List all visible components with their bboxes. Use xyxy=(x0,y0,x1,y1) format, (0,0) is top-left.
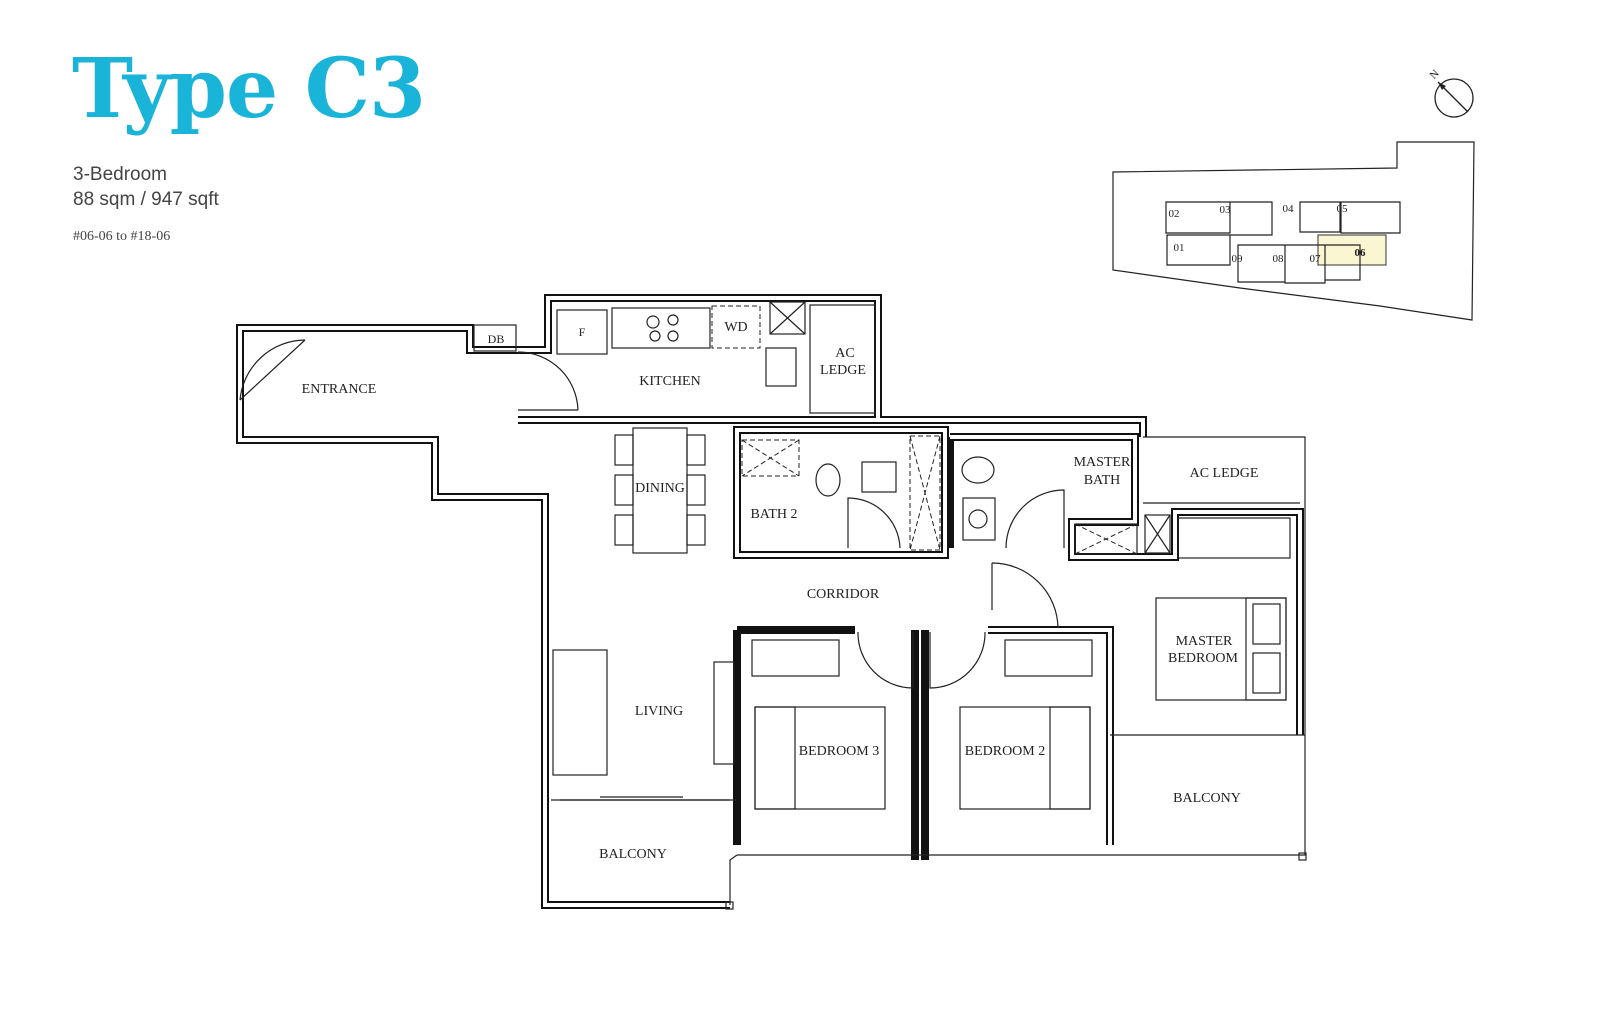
key-unit-04: 04 xyxy=(1283,203,1295,215)
key-unit-02: 02 xyxy=(1169,208,1180,220)
label-ac-ledge-1a: AC xyxy=(835,346,854,361)
washer-dryer xyxy=(711,305,761,349)
unit-area: 88 sqm / 947 sqft xyxy=(73,189,219,210)
master-bath-basin xyxy=(962,497,996,541)
label-bedroom2: BEDROOM 2 xyxy=(965,744,1046,759)
key-unit-06-highlighted: 06 xyxy=(1355,247,1367,259)
kitchen-door xyxy=(517,351,579,411)
label-ac-ledge-2: AC LEDGE xyxy=(1190,466,1259,481)
entrance-door xyxy=(239,339,306,401)
label-dining: DINING xyxy=(635,481,685,496)
label-corridor: CORRIDOR xyxy=(807,587,880,602)
label-db: DB xyxy=(488,332,505,346)
key-plan: 02 03 04 05 01 09 08 07 06 xyxy=(1112,141,1475,321)
label-living: LIVING xyxy=(635,704,683,719)
label-master-bedroom-a: MASTER xyxy=(1176,634,1233,649)
master-bath-toilet xyxy=(961,456,995,484)
key-unit-07: 07 xyxy=(1310,253,1322,265)
bath2-basin xyxy=(861,461,897,493)
walls xyxy=(236,294,1306,909)
shaft xyxy=(769,301,806,335)
stove xyxy=(611,307,711,349)
bedroom-count: 3-Bedroom xyxy=(73,164,167,185)
master-wardrobe xyxy=(1177,517,1291,559)
label-balcony-right: BALCONY xyxy=(1173,791,1241,806)
label-master-bath-a: MASTER xyxy=(1074,455,1131,470)
fixtures xyxy=(239,301,1307,910)
fridge xyxy=(556,309,608,355)
kitchen-sink xyxy=(765,347,797,387)
db-box xyxy=(473,324,517,352)
label-bath2: BATH 2 xyxy=(750,507,797,522)
sofa xyxy=(552,649,608,776)
label-balcony-left: BALCONY xyxy=(599,847,667,862)
master-bed xyxy=(1155,597,1287,701)
label-bedroom3: BEDROOM 3 xyxy=(799,744,880,759)
compass-icon: N xyxy=(1428,68,1474,118)
label-ac-ledge-1b: LEDGE xyxy=(820,363,866,378)
bath2-toilet xyxy=(815,463,841,497)
tv-console xyxy=(713,661,735,765)
key-unit-05: 05 xyxy=(1337,203,1349,215)
key-unit-09: 09 xyxy=(1232,253,1244,265)
unit-range: #06-06 to #18-06 xyxy=(73,229,171,244)
label-wd: WD xyxy=(724,320,747,335)
key-unit-08: 08 xyxy=(1273,253,1285,265)
page-title: Type C3 xyxy=(72,41,426,137)
key-unit-01: 01 xyxy=(1174,242,1185,254)
label-master-bedroom-b: BEDROOM xyxy=(1168,651,1239,666)
compass-north-label: N xyxy=(1428,68,1442,82)
key-unit-03: 03 xyxy=(1220,204,1232,216)
label-entrance: ENTRANCE xyxy=(302,382,377,397)
label-fridge: F xyxy=(579,325,586,339)
label-master-bath-b: BATH xyxy=(1084,473,1121,488)
label-kitchen: KITCHEN xyxy=(639,374,700,389)
